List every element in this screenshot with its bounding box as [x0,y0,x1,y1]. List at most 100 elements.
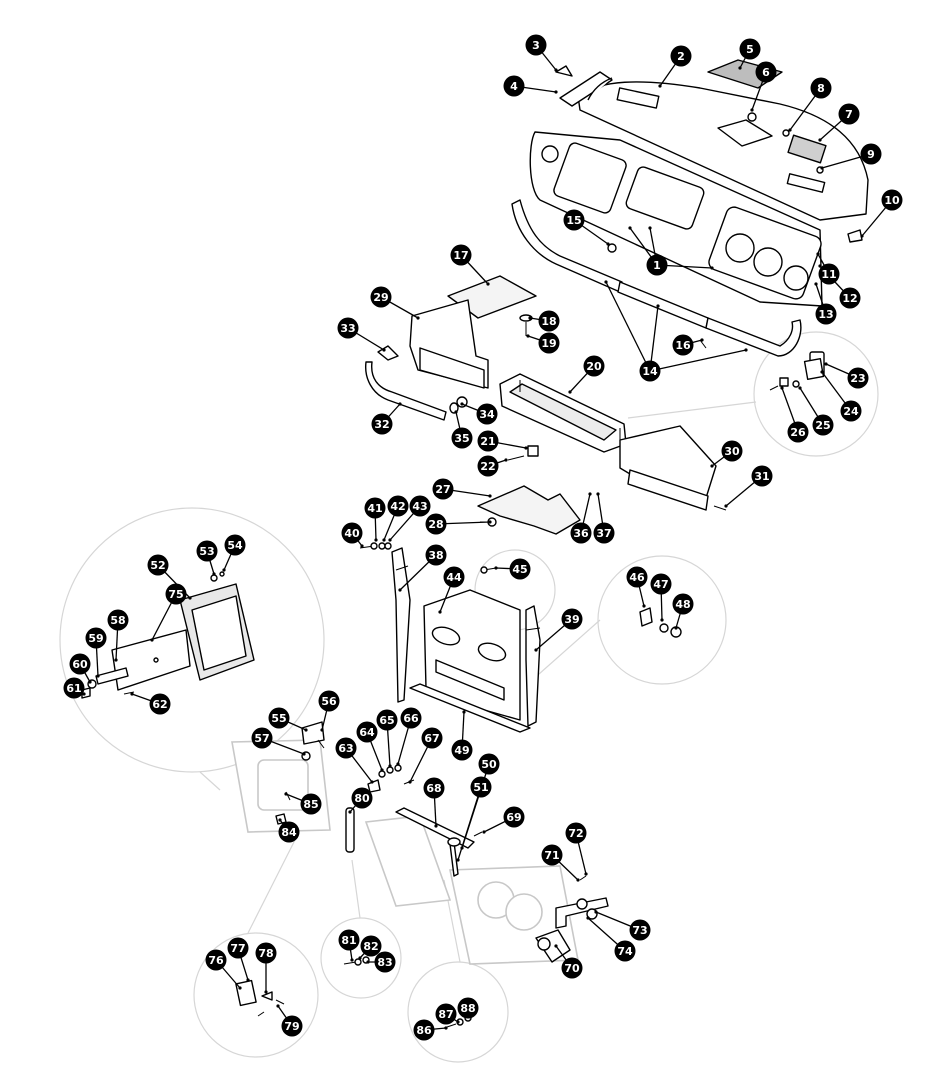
leader-tip-3 [554,68,558,72]
callout-marker-88 [457,997,479,1019]
callout-label-33: 33 [340,322,355,335]
callout-label-62: 62 [152,698,167,711]
callout-58: 58 [107,609,129,631]
callout-68: 68 [423,777,445,799]
callout-marker-33 [337,317,359,339]
callout-marker-78 [255,942,277,964]
callout-label-63: 63 [338,742,353,755]
callout-label-60: 60 [72,658,88,671]
leader-tip-6 [750,108,754,112]
leader-tip-33 [382,348,386,352]
callout-label-15: 15 [566,214,581,227]
leader-tip-21 [524,446,528,450]
callout-36: 36 [570,522,592,544]
callout-79: 79 [281,1015,303,1037]
callout-marker-66 [400,707,422,729]
callout-3: 3 [525,34,547,56]
callout-26: 26 [787,421,809,443]
leader-tip-78 [264,990,268,994]
leader-tip-37 [596,492,600,496]
callout-label-82: 82 [363,940,378,953]
callout-marker-43 [409,495,431,517]
callout-14: 14 [639,360,661,382]
callout-label-24: 24 [843,405,859,418]
callout-marker-39 [561,608,583,630]
leader-tip-75 [150,638,154,642]
callout-label-35: 35 [454,432,469,445]
callout-60: 60 [69,653,91,675]
leader-tip-76 [238,986,242,990]
leader-tip-52 [188,596,192,600]
leader-tip-84 [278,818,282,822]
leader-tip-42 [382,538,386,542]
callout-86: 86 [413,1019,435,1041]
leader-tip-51 [456,858,460,862]
callout-marker-26 [787,421,809,443]
leader-tip-83 [366,960,370,964]
callout-84: 84 [278,821,300,843]
leader-tip-69 [482,830,486,834]
leader-tip-28 [488,520,492,524]
callout-marker-36 [570,522,592,544]
callout-75: 75 [165,583,187,605]
leader-tip-72 [584,872,588,876]
callout-marker-28 [425,513,447,535]
right-lower-bracket [535,875,609,963]
leader-tip-1 [628,226,632,230]
leader-tip-11 [816,252,820,256]
callout-marker-54 [224,534,246,556]
callout-23: 23 [847,367,869,389]
callout-74: 74 [614,940,636,962]
callout-72: 72 [565,822,587,844]
callout-59: 59 [85,627,107,649]
callout-label-61: 61 [66,682,81,695]
callout-marker-18 [538,310,560,332]
leader-tip-65 [388,764,392,768]
leader-tip-53 [212,572,216,576]
leader-tip-1 [648,226,652,230]
leader-line-14 [649,349,747,372]
callout-label-47: 47 [653,578,668,591]
callout-label-25: 25 [815,419,830,432]
callout-46: 46 [626,566,648,588]
callout-label-88: 88 [460,1002,475,1015]
callout-29: 29 [370,286,392,308]
callout-marker-40 [341,522,363,544]
callout-label-14: 14 [642,365,658,378]
callout-25: 25 [812,414,834,436]
callout-label-72: 72 [568,827,583,840]
callout-marker-8 [810,77,832,99]
callout-marker-35 [451,427,473,449]
callout-marker-83 [374,951,396,973]
callout-label-22: 22 [480,460,495,473]
callout-label-36: 36 [573,527,589,540]
callout-88: 88 [457,997,479,1019]
callout-label-77: 77 [230,942,245,955]
leader-tip-73 [594,910,598,914]
callout-marker-32 [371,413,393,435]
callout-label-32: 32 [374,418,389,431]
callout-85: 85 [300,793,322,815]
leader-tip-19 [526,334,530,338]
callout-label-13: 13 [818,308,833,321]
callout-7: 7 [838,103,860,125]
leader-line-14 [649,305,659,372]
callout-82: 82 [360,935,382,957]
floor-plate [477,485,581,535]
leader-tip-74 [586,916,590,920]
callout-label-40: 40 [344,527,360,540]
callout-label-46: 46 [629,571,645,584]
callout-56: 56 [318,690,340,712]
callout-63: 63 [335,737,357,759]
callout-label-28: 28 [428,518,443,531]
left-shelf [409,275,537,389]
callout-marker-74 [614,940,636,962]
callout-35: 35 [451,427,473,449]
leader-tip-44 [438,610,442,614]
dash-panel [529,131,823,307]
callout-label-17: 17 [453,249,468,262]
callout-2: 2 [670,45,692,67]
callout-label-4: 4 [510,80,518,93]
leader-tip-58 [114,658,118,662]
callout-marker-38 [425,544,447,566]
